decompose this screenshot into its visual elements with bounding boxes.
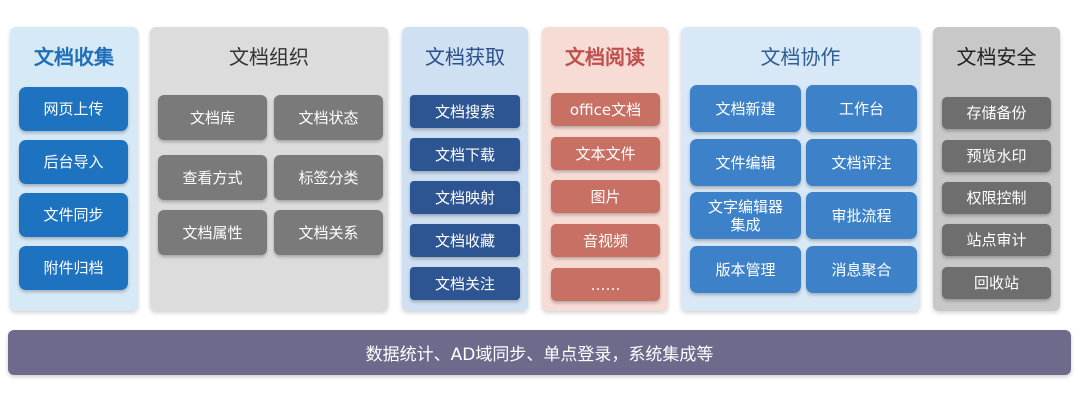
organize-item-attributes: 文档属性 bbox=[158, 210, 267, 255]
bottom-bar: 数据统计、AD域同步、单点登录，系统集成等 bbox=[8, 330, 1071, 375]
read-title: 文档阅读 bbox=[565, 45, 645, 69]
acquire-title: 文档获取 bbox=[425, 45, 505, 69]
security-panel: 文档安全 存储备份 预览水印 权限控制 站点审计 回收站 bbox=[933, 27, 1060, 311]
collaborate-item-editor-integration: 文字编辑器 集成 bbox=[690, 192, 801, 239]
acquire-item-download: 文档下载 bbox=[410, 138, 520, 171]
collect-panel: 文档收集 网页上传 后台导入 文件同步 附件归档 bbox=[10, 27, 138, 311]
acquire-panel: 文档获取 文档搜索 文档下载 文档映射 文档收藏 文档关注 bbox=[402, 27, 528, 311]
collaborate-title: 文档协作 bbox=[760, 45, 841, 69]
collaborate-item-version-mgmt: 版本管理 bbox=[690, 246, 801, 293]
organize-item-status: 文档状态 bbox=[274, 95, 383, 140]
security-item-permission: 权限控制 bbox=[942, 182, 1051, 214]
organize-title: 文档组织 bbox=[229, 45, 309, 69]
organize-item-view-mode: 查看方式 bbox=[158, 155, 267, 200]
read-item-text-file: 文本文件 bbox=[551, 137, 660, 170]
collect-item-attachment-archive: 附件归档 bbox=[19, 246, 128, 290]
acquire-item-follow: 文档关注 bbox=[410, 267, 520, 300]
security-item-recycle-bin: 回收站 bbox=[942, 267, 1051, 299]
security-item-watermark: 预览水印 bbox=[942, 140, 1051, 172]
acquire-item-search: 文档搜索 bbox=[410, 95, 520, 128]
acquire-item-mapping: 文档映射 bbox=[410, 181, 520, 214]
read-panel: 文档阅读 office文档 文本文件 图片 音视频 …… bbox=[542, 27, 668, 311]
security-item-backup: 存储备份 bbox=[942, 97, 1051, 129]
organize-item-library: 文档库 bbox=[158, 95, 267, 140]
organize-item-relations: 文档关系 bbox=[274, 210, 383, 255]
security-item-audit: 站点审计 bbox=[942, 224, 1051, 256]
security-title: 文档安全 bbox=[956, 45, 1037, 69]
read-item-more: …… bbox=[551, 268, 660, 301]
read-item-audio-video: 音视频 bbox=[551, 224, 660, 257]
collaborate-item-approval-flow: 审批流程 bbox=[806, 192, 917, 239]
collect-item-file-sync: 文件同步 bbox=[19, 193, 128, 237]
organize-panel: 文档组织 文档库 文档状态 查看方式 标签分类 文档属性 文档关系 bbox=[150, 27, 388, 311]
collaborate-item-annotation: 文档评注 bbox=[806, 139, 917, 186]
read-item-image: 图片 bbox=[551, 180, 660, 213]
acquire-item-favorite: 文档收藏 bbox=[410, 224, 520, 257]
read-item-office: office文档 bbox=[551, 93, 660, 126]
organize-item-tag-category: 标签分类 bbox=[274, 155, 383, 200]
collect-title: 文档收集 bbox=[34, 45, 114, 69]
collaborate-item-new-doc: 文档新建 bbox=[690, 85, 801, 132]
collaborate-item-file-edit: 文件编辑 bbox=[690, 139, 801, 186]
collect-item-web-upload: 网页上传 bbox=[19, 87, 128, 131]
collaborate-item-message-aggregation: 消息聚合 bbox=[806, 246, 917, 293]
collaborate-item-workbench: 工作台 bbox=[806, 85, 917, 132]
collaborate-panel: 文档协作 文档新建 工作台 文件编辑 文档评注 文字编辑器 集成 审批流程 版本… bbox=[681, 27, 920, 311]
collect-item-backend-import: 后台导入 bbox=[19, 140, 128, 184]
